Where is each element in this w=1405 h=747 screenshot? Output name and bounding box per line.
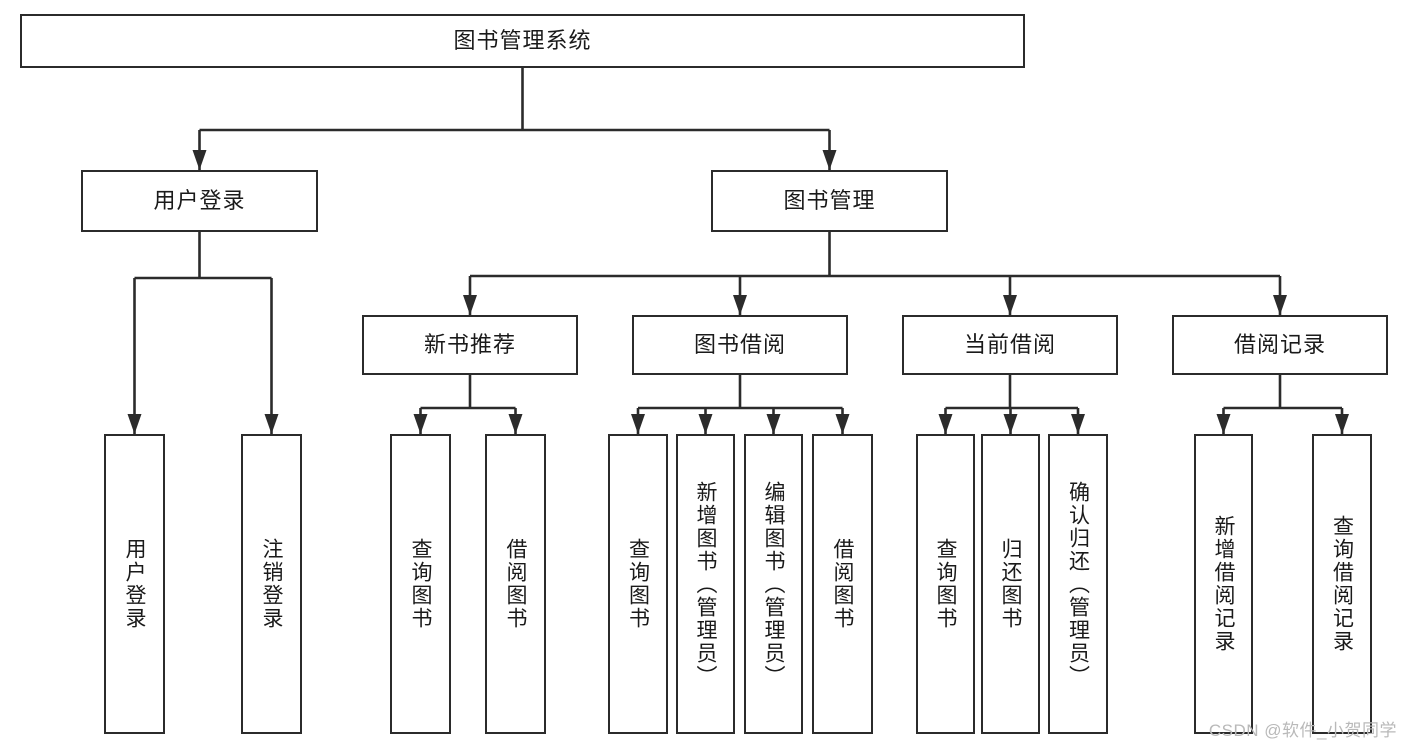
node-root[interactable]: 图书管理系统 bbox=[20, 14, 1025, 68]
node-leaf-user-logout[interactable]: 注销登录 bbox=[241, 434, 302, 734]
node-book-borrow[interactable]: 图书借阅 bbox=[632, 315, 848, 375]
node-leaf-query-book-3[interactable]: 查询图书 bbox=[916, 434, 975, 734]
node-user-login-label: 用户登录 bbox=[153, 188, 246, 213]
node-leaf-query-book-1[interactable]: 查询图书 bbox=[390, 434, 451, 734]
node-new-book-recommend[interactable]: 新书推荐 bbox=[362, 315, 578, 375]
node-new-book-recommend-label: 新书推荐 bbox=[423, 332, 516, 357]
node-book-manage-label: 图书管理 bbox=[783, 188, 876, 213]
node-current-borrow-label: 当前借阅 bbox=[963, 332, 1056, 357]
node-borrow-record-label: 借阅记录 bbox=[1233, 332, 1326, 357]
node-current-borrow[interactable]: 当前借阅 bbox=[902, 315, 1118, 375]
node-leaf-edit-book-admin[interactable]: 编辑图书（管理员） bbox=[744, 434, 803, 734]
node-leaf-user-login-label: 用户登录 bbox=[123, 538, 146, 630]
node-leaf-add-book-admin-label: 新增图书（管理员） bbox=[694, 480, 717, 688]
node-leaf-borrow-book-1[interactable]: 借阅图书 bbox=[485, 434, 546, 734]
node-borrow-record[interactable]: 借阅记录 bbox=[1172, 315, 1388, 375]
node-leaf-query-borrow-record-label: 查询借阅记录 bbox=[1330, 515, 1354, 653]
node-leaf-borrow-book-2-label: 借阅图书 bbox=[831, 538, 854, 630]
node-leaf-borrow-book-2[interactable]: 借阅图书 bbox=[812, 434, 873, 734]
node-user-login[interactable]: 用户登录 bbox=[81, 170, 318, 232]
node-root-label: 图书管理系统 bbox=[453, 28, 592, 53]
watermark: CSDN @软件_小贺同学 bbox=[1208, 721, 1397, 740]
node-leaf-return-book[interactable]: 归还图书 bbox=[981, 434, 1040, 734]
node-leaf-confirm-return-admin-label: 确认归还（管理员） bbox=[1066, 480, 1090, 688]
node-book-borrow-label: 图书借阅 bbox=[693, 332, 786, 357]
node-leaf-add-book-admin[interactable]: 新增图书（管理员） bbox=[676, 434, 735, 734]
node-leaf-query-book-2-label: 查询图书 bbox=[626, 538, 650, 630]
node-leaf-add-borrow-record-label: 新增借阅记录 bbox=[1212, 515, 1235, 653]
node-leaf-confirm-return-admin[interactable]: 确认归还（管理员） bbox=[1048, 434, 1108, 734]
node-leaf-user-logout-label: 注销登录 bbox=[260, 538, 283, 630]
node-leaf-return-book-label: 归还图书 bbox=[999, 538, 1022, 630]
node-book-manage[interactable]: 图书管理 bbox=[711, 170, 948, 232]
node-leaf-borrow-book-1-label: 借阅图书 bbox=[504, 538, 527, 630]
node-leaf-user-login[interactable]: 用户登录 bbox=[104, 434, 165, 734]
node-leaf-query-book-2[interactable]: 查询图书 bbox=[608, 434, 668, 734]
node-leaf-add-borrow-record[interactable]: 新增借阅记录 bbox=[1194, 434, 1253, 734]
node-leaf-query-book-3-label: 查询图书 bbox=[934, 538, 957, 630]
node-leaf-edit-book-admin-label: 编辑图书（管理员） bbox=[762, 480, 785, 688]
node-leaf-query-book-1-label: 查询图书 bbox=[409, 538, 432, 630]
node-leaf-query-borrow-record[interactable]: 查询借阅记录 bbox=[1312, 434, 1372, 734]
